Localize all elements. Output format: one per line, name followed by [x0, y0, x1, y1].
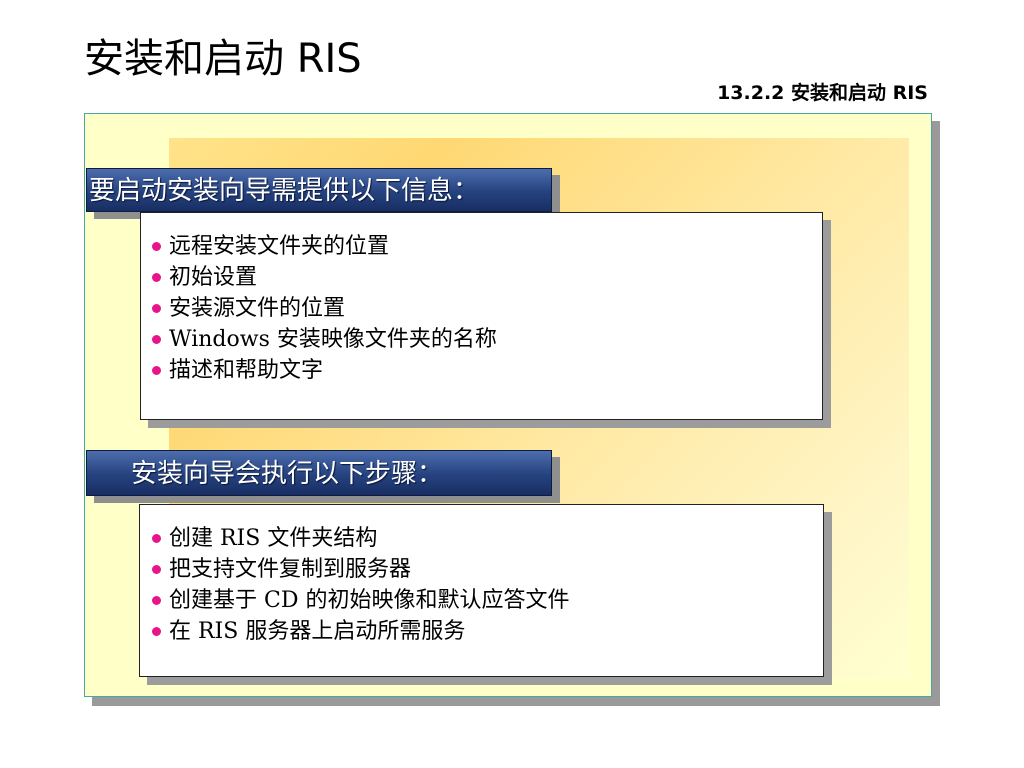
list-item: 创建 RIS 文件夹结构 [152, 523, 823, 554]
info-list: 远程安装文件夹的位置 初始设置 安装源文件的位置 Windows 安装映像文件夹… [152, 231, 822, 386]
bullet-icon [152, 565, 161, 574]
list-item: Windows 安装映像文件夹的名称 [152, 324, 822, 355]
list-item: 创建基于 CD 的初始映像和默认应答文件 [152, 585, 823, 616]
slide-title: 安装和启动 RIS [84, 36, 362, 82]
bullet-icon [152, 273, 161, 282]
section-heading-steps: 安装向导会执行以下步骤： [86, 450, 552, 496]
bullet-icon [152, 242, 161, 251]
bullet-icon [152, 534, 161, 543]
bullet-icon [152, 304, 161, 313]
section-heading-info: 要启动安装向导需提供以下信息： [86, 168, 552, 212]
bullet-icon [152, 366, 161, 375]
list-item: 描述和帮助文字 [152, 355, 822, 386]
list-item: 在 RIS 服务器上启动所需服务 [152, 616, 823, 647]
list-item: 把支持文件复制到服务器 [152, 554, 823, 585]
section-reference: 13.2.2 安装和启动 RIS [717, 82, 928, 104]
steps-list: 创建 RIS 文件夹结构 把支持文件复制到服务器 创建基于 CD 的初始映像和默… [152, 523, 823, 647]
bullet-icon [152, 627, 161, 636]
bullet-icon [152, 335, 161, 344]
bullet-icon [152, 596, 161, 605]
list-item: 安装源文件的位置 [152, 293, 822, 324]
info-box: 远程安装文件夹的位置 初始设置 安装源文件的位置 Windows 安装映像文件夹… [140, 212, 823, 420]
steps-box: 创建 RIS 文件夹结构 把支持文件复制到服务器 创建基于 CD 的初始映像和默… [139, 504, 824, 677]
list-item: 初始设置 [152, 262, 822, 293]
list-item: 远程安装文件夹的位置 [152, 231, 822, 262]
